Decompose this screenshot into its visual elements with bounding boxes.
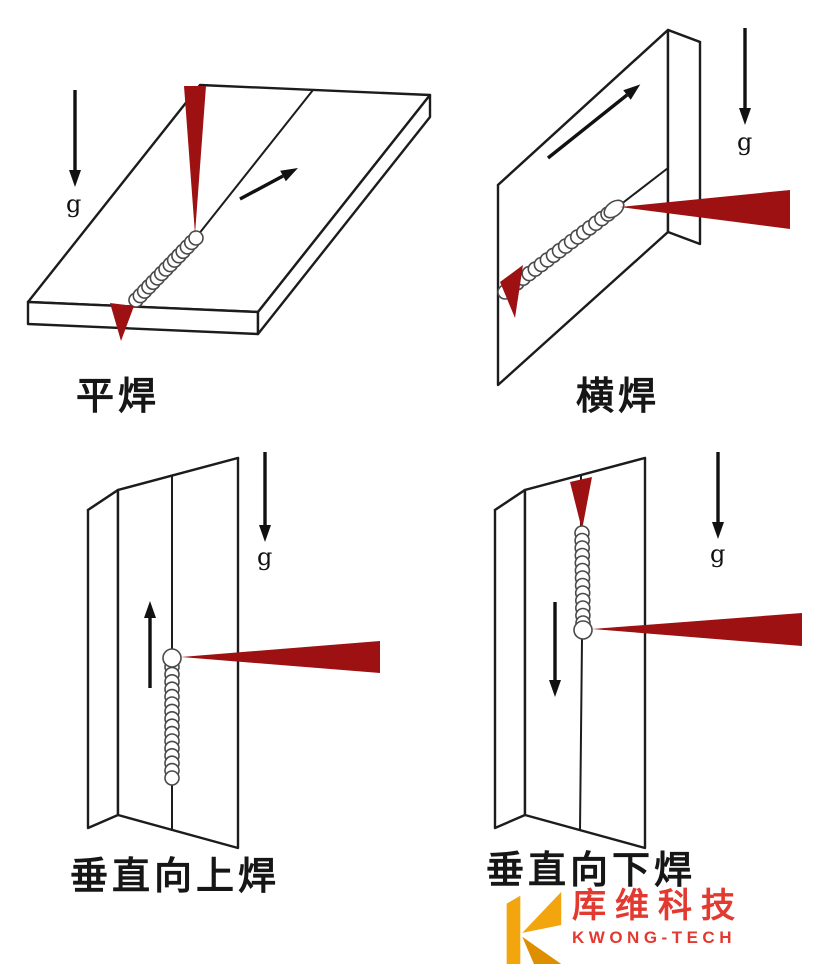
joint-line (579, 638, 583, 831)
plate (86, 456, 240, 850)
gravity-label: g (710, 540, 725, 568)
torch-flame (184, 86, 206, 234)
logo-name-cn: 库维科技 (572, 887, 744, 925)
weld-seam (574, 525, 591, 631)
gravity-arrow: g (257, 452, 272, 571)
plate (26, 83, 432, 336)
weld-pool (162, 648, 182, 668)
direction-arrow (549, 602, 561, 697)
panel-label-flat: 平焊 (76, 376, 161, 418)
gravity-arrow: g (710, 452, 725, 568)
plate (496, 28, 702, 387)
gravity-arrow: g (66, 90, 81, 218)
panel-vertical-up-weld: g (86, 452, 380, 850)
panel-vertical-down-weld: g (493, 452, 802, 850)
direction-arrow (546, 84, 641, 160)
panel-flat-weld: g (26, 83, 432, 341)
torch-flame (592, 613, 802, 646)
gravity-label: g (257, 543, 272, 571)
torch-flame (620, 190, 790, 229)
weld-pool (603, 199, 625, 219)
panel-label-vertical-up: 垂直向上焊 (70, 856, 281, 898)
logo-name-en: KWONG-TECH (572, 928, 736, 948)
direction-arrow (144, 601, 156, 688)
panel-horizontal-weld: g (496, 28, 790, 387)
joint-line (619, 167, 669, 206)
logo-k-icon (506, 891, 562, 964)
gravity-arrow: g (737, 28, 752, 156)
weld-sag-bead (500, 265, 523, 318)
weld-seam (164, 659, 180, 786)
torch-flame (181, 641, 380, 673)
brand-logo: 库维科技 KWONG-TECH (502, 887, 744, 964)
weld-seam (128, 230, 204, 308)
panel-label-horizontal: 横焊 (576, 376, 661, 418)
direction-arrow (239, 167, 298, 201)
panel-label-vertical-down: 垂直向下焊 (486, 850, 697, 892)
weld-pool (573, 620, 593, 640)
joint-line (197, 89, 314, 236)
logo-text: 库维科技 KWONG-TECH (572, 887, 744, 948)
plate (493, 456, 647, 850)
weld-root-bead (110, 303, 134, 341)
weld-start-bead (570, 477, 592, 530)
gravity-label: g (737, 128, 752, 156)
gravity-label: g (66, 190, 81, 218)
